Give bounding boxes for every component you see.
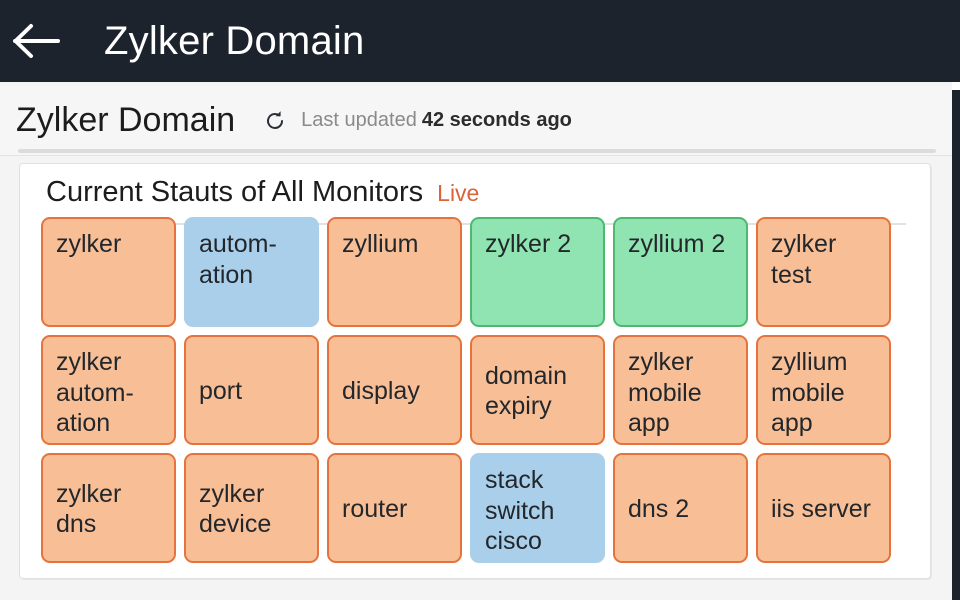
monitor-tile-label: port [199, 376, 243, 405]
last-updated-label: Last updated [301, 109, 417, 131]
monitor-row: zylker autom-ation port display domain expi… [41, 335, 907, 445]
monitor-tile[interactable]: zyllium 2 [613, 217, 748, 327]
monitor-tile[interactable]: autom-ation [184, 217, 319, 327]
right-edge-strip [952, 82, 960, 600]
monitor-row: zylker dns zylker device router stack switc… [41, 453, 907, 563]
monitor-grid: zylker autom-ation zyllium zylker 2 zyllium … [41, 217, 907, 563]
monitor-tile-label: zylker test [771, 230, 837, 289]
app-bar-title: Zylker Domain [104, 18, 365, 63]
page-title: Zylker Domain [16, 101, 236, 139]
monitor-tile[interactable]: zylker autom-ation [41, 335, 176, 445]
back-button[interactable] [0, 0, 74, 82]
monitor-tile-label: display [342, 376, 420, 405]
monitor-tile-label: zylker 2 [485, 230, 572, 258]
monitor-tile[interactable]: zylker test [756, 217, 891, 327]
monitor-tile-label: router [342, 494, 408, 523]
monitor-tile[interactable]: iis server [756, 453, 891, 563]
monitor-tile-label: zyllium 2 [628, 230, 726, 258]
monitor-tile[interactable]: zylker [41, 217, 176, 327]
monitor-tile-label: zyllium [342, 230, 419, 258]
monitor-tile-label: zylker dns [56, 479, 122, 539]
live-status-badge: Live [437, 180, 480, 206]
monitor-tile[interactable]: zyllium [327, 217, 462, 327]
monitor-row: zylker autom-ation zyllium zylker 2 zyllium … [41, 217, 907, 327]
back-arrow-icon [12, 22, 62, 60]
monitor-tile[interactable]: zylker mobile app [613, 335, 748, 445]
monitor-tile[interactable]: router [327, 453, 462, 563]
sub-header-divider [18, 149, 936, 153]
monitor-tile[interactable]: zylker device [184, 453, 319, 563]
monitor-tile-label: zylker device [199, 479, 272, 539]
monitor-tile-label: zylker autom-ation [56, 348, 134, 437]
monitor-tile[interactable]: domain expiry [470, 335, 605, 445]
right-edge-gap [952, 82, 960, 90]
monitor-tile[interactable]: stack switch cisco [470, 453, 605, 563]
monitor-tile[interactable]: zylker dns [41, 453, 176, 563]
monitor-tile[interactable]: port [184, 335, 319, 445]
monitor-tile[interactable]: display [327, 335, 462, 445]
monitor-tile-label: zylker [56, 230, 122, 258]
monitor-tile-label: dns 2 [628, 494, 690, 523]
monitor-tile-label: autom-ation [199, 230, 277, 289]
monitor-tile-label: zyllium mobile app [771, 348, 848, 437]
monitor-tile[interactable]: zylker 2 [470, 217, 605, 327]
monitor-tile-label: iis server [771, 494, 872, 523]
last-updated-value: 42 seconds ago [421, 109, 572, 131]
card-title: Current Stauts of All Monitors [46, 176, 424, 208]
refresh-icon[interactable] [263, 109, 287, 133]
monitor-tile-label: domain expiry [485, 361, 567, 421]
monitors-card: Current Stauts of All Monitors Live zylk… [19, 163, 931, 579]
card-header: Current Stauts of All Monitors Live [20, 164, 930, 209]
monitor-tile-label: stack switch cisco [485, 466, 555, 555]
monitor-tile-label: zylker mobile app [628, 348, 702, 437]
monitor-tile[interactable]: dns 2 [613, 453, 748, 563]
monitor-tile[interactable]: zyllium mobile app [756, 335, 891, 445]
app-bar: Zylker Domain [0, 0, 960, 82]
